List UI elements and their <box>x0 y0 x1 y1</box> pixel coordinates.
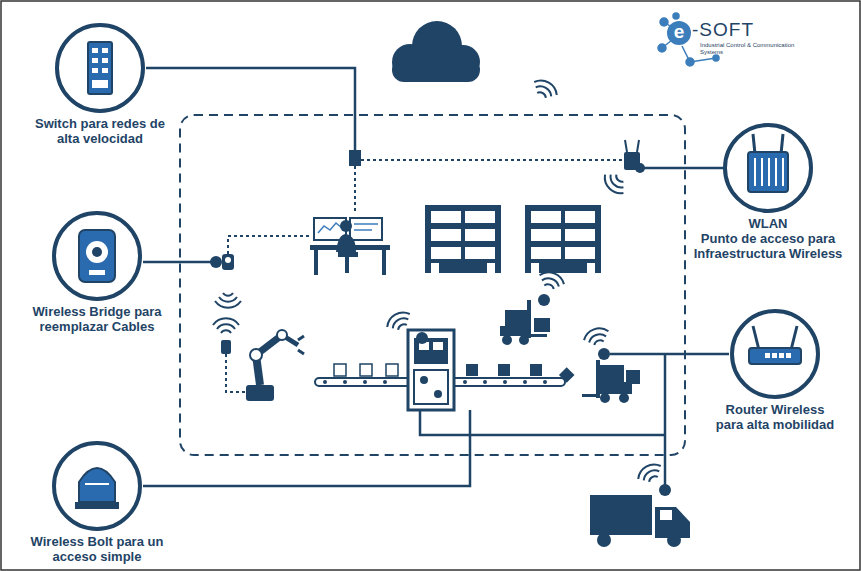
device-node: Wireless Bolt para un acceso simple <box>7 440 187 564</box>
racks <box>425 205 601 273</box>
control-cabinet <box>408 330 454 410</box>
device-node: Router Wireless para alta mobilidad <box>700 308 850 432</box>
bolt-wire <box>143 410 470 486</box>
device-icon <box>51 440 143 532</box>
node-label: Wireless Bridge para reemplazar Cables <box>12 304 182 334</box>
node-label: Wireless Bolt para un acceso simple <box>17 534 177 564</box>
device-node: Switch para redes de alta velocidad <box>10 22 190 146</box>
truck <box>590 495 690 547</box>
device-icon <box>51 210 143 302</box>
wlan-wire <box>640 167 724 170</box>
node-label: Punto de acceso para Infraestructura Wir… <box>682 231 854 261</box>
node-heading: WLAN <box>682 216 854 231</box>
logo-wordmark: -SOFT <box>692 19 754 42</box>
device-icon <box>54 22 146 114</box>
plant-boundary <box>180 115 685 455</box>
bridge-device <box>222 254 234 270</box>
router-wire <box>610 353 729 356</box>
workstation <box>310 218 390 275</box>
switch-device <box>349 150 361 166</box>
forklift <box>500 300 550 345</box>
logo-tagline: Industrial Control & Communication Syste… <box>700 42 796 56</box>
logo-letter: e <box>667 21 691 45</box>
node-label: Router Wireless para alta mobilidad <box>713 402 838 432</box>
data-link <box>361 159 628 161</box>
device-node: Wireless Bridge para reemplazar Cables <box>5 210 189 334</box>
node-label: Switch para redes de alta velocidad <box>25 116 175 146</box>
device-icon <box>722 122 814 214</box>
forklift <box>582 360 640 403</box>
bridge-wire <box>143 261 215 264</box>
cloud <box>392 21 480 82</box>
robot-arm <box>246 330 304 401</box>
device-node: WLANPunto de acceso para Infraestructura… <box>680 122 856 261</box>
switch-wire <box>146 68 355 150</box>
device-icon <box>729 308 821 400</box>
